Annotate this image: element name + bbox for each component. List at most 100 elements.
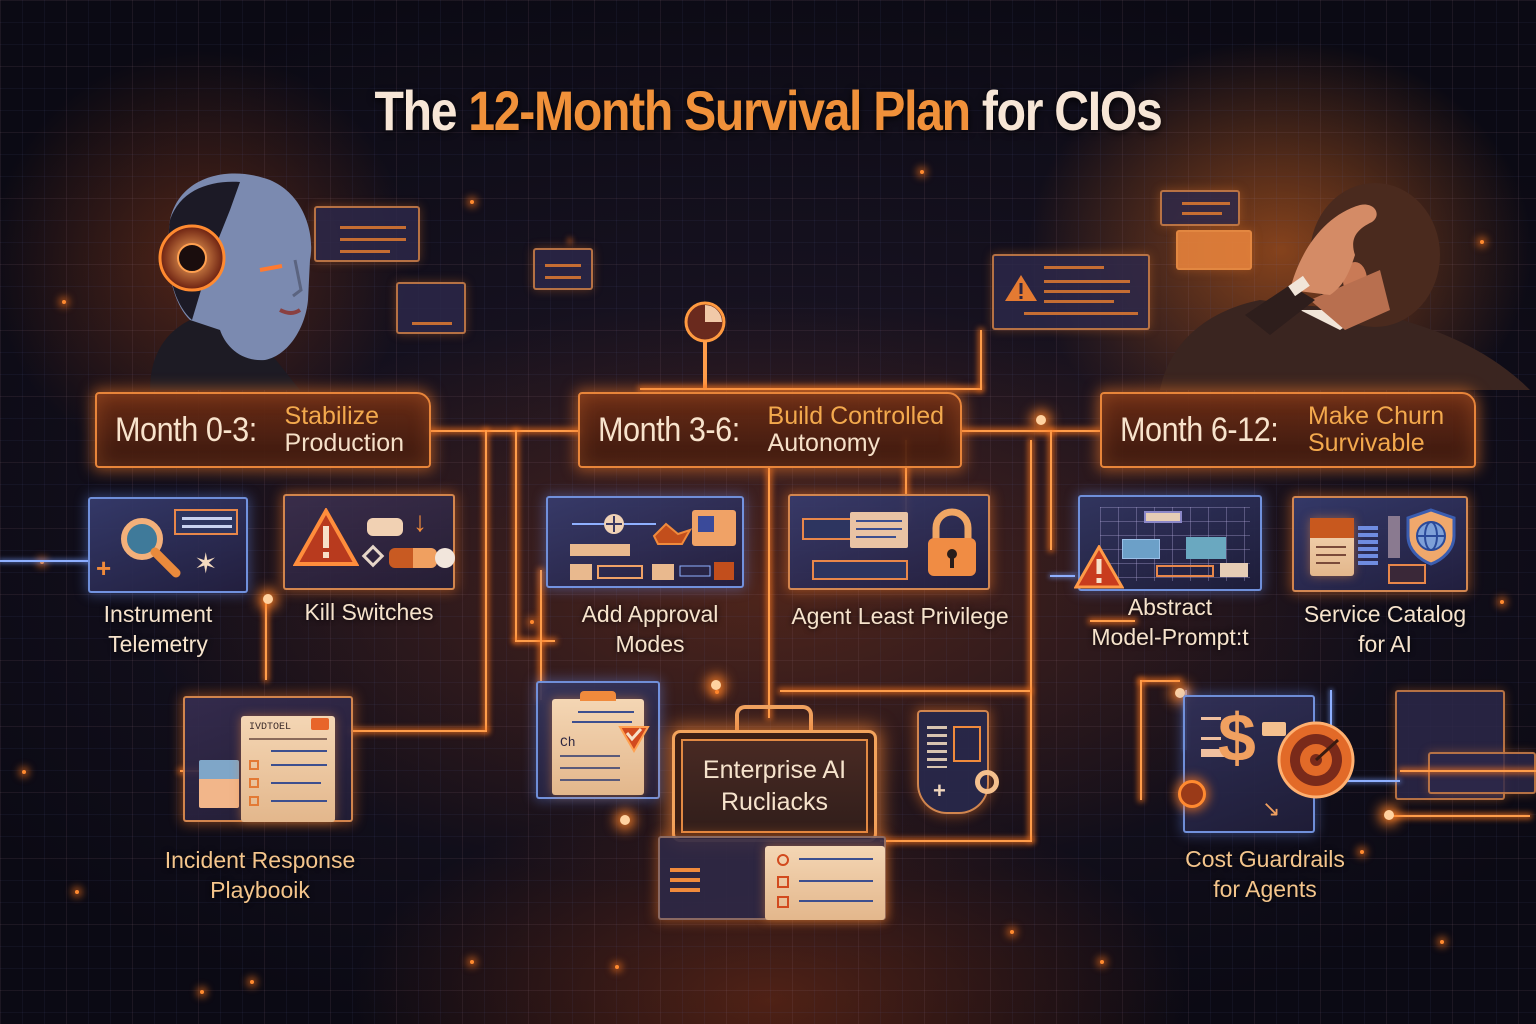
checklist-icon xyxy=(765,846,885,920)
phase-goal: Make Churn Survivable xyxy=(1308,403,1444,457)
phase-goal: Build Controlled Autonomy xyxy=(768,403,945,457)
background-screen xyxy=(1160,190,1240,226)
title-accent: 12-Month Survival Plan xyxy=(468,79,971,142)
globe-shield-icon xyxy=(1406,508,1456,571)
warning-triangle-icon xyxy=(292,506,360,573)
playbook-document-icon: IVDTOEL xyxy=(241,716,335,822)
label-line: Instrument xyxy=(103,601,213,627)
label-line: Incident Response xyxy=(164,847,356,873)
label-line: Cost Guardrails xyxy=(1185,846,1345,872)
task-label-kill-switches: Kill Switches xyxy=(283,598,455,628)
milestone-marker-icon xyxy=(683,300,727,395)
location-pin-icon xyxy=(1178,780,1206,808)
telemetry-readout xyxy=(174,509,238,535)
warning-alert-screen xyxy=(992,254,1150,330)
phase-header-month-6-12: Month 6-12: Make Churn Survivable xyxy=(1100,392,1476,468)
task-label-cost-guardrails: Cost Guardrails for Agents xyxy=(1160,845,1370,905)
task-card-abstract-model-prompt xyxy=(1073,495,1262,591)
magnifier-icon xyxy=(114,511,186,588)
background-screen xyxy=(1176,230,1252,270)
catalog-document-icon xyxy=(1310,518,1354,576)
plus-icon: + xyxy=(933,778,946,803)
task-card-service-catalog xyxy=(1292,496,1468,592)
label-line: for AI xyxy=(1358,630,1412,657)
security-device-panel: + xyxy=(917,710,989,814)
permission-bar xyxy=(812,560,908,580)
phase-goal: Stabilize Production xyxy=(285,403,405,457)
spark-signal-icon: ✶ xyxy=(194,548,218,579)
approval-workflow-icon xyxy=(556,504,738,589)
phase-header-month-3-6: Month 3-6: Build Controlled Autonomy xyxy=(578,392,962,468)
label-line: Modes xyxy=(615,630,685,657)
dot-icon xyxy=(435,548,455,568)
arrow-down-right-icon: ↘ xyxy=(1262,796,1281,821)
task-card-kill-switches: ↓ xyxy=(283,494,455,590)
target-icon xyxy=(1276,720,1356,805)
phase-month: Month 0-3: xyxy=(115,410,257,449)
catalog-list xyxy=(1358,526,1378,566)
phase-month: Month 6-12: xyxy=(1120,410,1279,449)
label-line: Service Catalog xyxy=(1303,601,1467,627)
background-screen xyxy=(314,206,420,262)
task-label-abstract-model-prompt: Abstract Model-Prompt:t xyxy=(1075,593,1265,653)
phase-goal-line1: Make Churn xyxy=(1307,402,1445,430)
label-line: Add Approval xyxy=(581,601,719,627)
title-prefix: The xyxy=(374,79,469,142)
clipboard-panel: Ch xyxy=(536,681,660,799)
label-line: Abstract xyxy=(1127,594,1213,620)
phase-goal-line1: Stabilize xyxy=(284,402,380,430)
catalog-divider xyxy=(1388,516,1400,558)
task-label-instrument-telemetry: Instrument Telemetry xyxy=(78,600,238,660)
clipboard-text: Ch xyxy=(560,735,576,750)
background-screen xyxy=(533,248,593,290)
task-card-agent-least-privilege xyxy=(788,494,990,590)
task-label-add-approval-modes: Add Approval Modes xyxy=(555,600,745,660)
phase-header-month-0-3: Month 0-3: Stabilize Production xyxy=(95,392,431,468)
model-abstraction-diagram-icon xyxy=(1100,507,1250,581)
credential-field xyxy=(802,518,856,540)
playbook-doc-header: IVDTOEL xyxy=(249,722,292,733)
arrow-down-icon: ↓ xyxy=(413,506,427,537)
briefcase-label-line2: Rucliacks xyxy=(721,788,828,816)
warning-triangle-icon xyxy=(1004,274,1038,307)
dollar-icon: $ xyxy=(1218,700,1256,776)
briefcase-label-line1: Enterprise AI xyxy=(702,755,847,784)
padlock-icon xyxy=(924,508,980,583)
toggle-switch-icon xyxy=(389,548,437,568)
access-card xyxy=(850,512,908,548)
checklist-icon: Ch xyxy=(552,691,644,795)
label-line: Kill Switches xyxy=(304,599,434,625)
briefcase-handle xyxy=(735,705,813,751)
shield-check-icon xyxy=(616,723,652,758)
phase-month: Month 3-6: xyxy=(598,410,740,449)
phase-goal-line2: Survivable xyxy=(1307,429,1425,457)
minus-icon xyxy=(1262,722,1286,736)
background-screen xyxy=(396,282,466,334)
label-line: Playbooik xyxy=(210,876,310,903)
link-icon xyxy=(975,770,999,794)
title-suffix: for CIOs xyxy=(969,79,1163,142)
background-screen xyxy=(1428,752,1536,794)
label-line: Telemetry xyxy=(108,630,208,657)
label-line: for Agents xyxy=(1213,875,1317,902)
robot-head-icon xyxy=(130,150,320,390)
label-line: Agent Least Privilege xyxy=(791,603,1009,629)
diamond-icon xyxy=(361,544,385,568)
task-label-agent-least-privilege: Agent Least Privilege xyxy=(785,602,1015,632)
task-card-incident-response-playbook: IVDTOEL xyxy=(183,696,353,822)
task-card-add-approval-modes xyxy=(546,496,744,588)
phase-goal-line1: Build Controlled xyxy=(767,402,945,430)
phase-goal-line2: Autonomy xyxy=(767,429,881,457)
task-label-service-catalog: Service Catalog for AI xyxy=(1280,600,1490,660)
page-title: The 12-Month Survival Plan for CIOs xyxy=(108,78,1429,143)
label-line: Model-Prompt:t xyxy=(1091,623,1249,650)
plus-icon: + xyxy=(96,553,112,583)
warning-triangle-icon xyxy=(1073,543,1125,594)
briefcase-icon: Enterprise AI Rucliacks xyxy=(672,730,877,842)
catalog-action xyxy=(1388,564,1426,584)
task-card-instrument-telemetry: + ✶ xyxy=(88,497,248,593)
task-label-incident-response-playbook: Incident Response Playbooik xyxy=(140,846,380,906)
phase-goal-line2: Production xyxy=(284,429,405,457)
toggle-switch-icon xyxy=(367,518,403,536)
